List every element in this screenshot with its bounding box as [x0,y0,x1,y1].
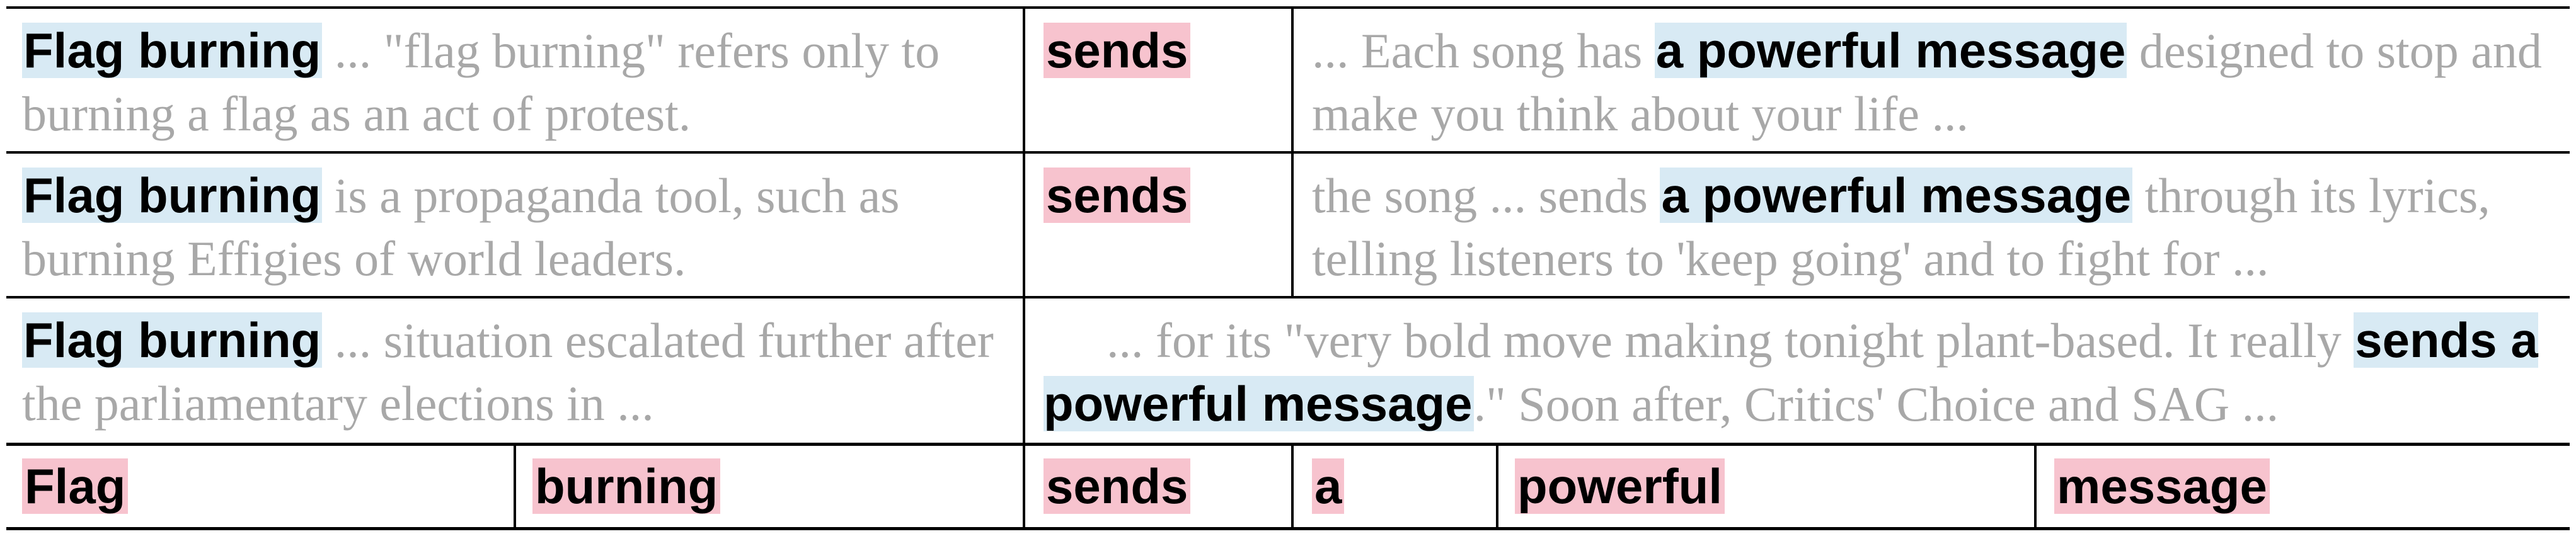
token-message: message [2054,458,2270,514]
token-powerful: powerful [1515,458,1725,514]
token-cell-2: burning [532,455,721,518]
token-a: a [1312,458,1345,514]
bottom-rule [6,527,2570,530]
token-row-rule [6,443,2570,446]
row1-mid-cell: sends [1044,19,1191,82]
row1-right-phrase: a powerful message [1654,23,2127,78]
row3-left-text: ... situation escalated further after th… [22,313,994,431]
token-divider-4 [1496,443,1498,530]
row2-left-text: is a propaganda tool, such as burning Ef… [22,168,900,286]
col-divider-left [1023,6,1025,530]
row1-left-context: Flag burning ... "flag burning" refers o… [22,19,1011,145]
row1-right-after: designed to stop and make you think abou… [1312,23,2542,141]
col-divider-mid [1291,6,1294,298]
row3-left-phrase: Flag burning [22,312,323,368]
row3-right-context: ... for its "very bold move making tonig… [1044,309,2556,436]
token-cell-4: a [1312,455,1345,518]
row2-mid-cell: sends [1044,164,1191,227]
token-divider-5 [2034,443,2037,530]
row2-right-phrase: a powerful message [1660,168,2133,223]
row2-right-context: the song ... sends a powerful message th… [1312,164,2560,290]
token-cell-5: powerful [1515,455,1725,518]
row1-left-text: ... "flag burning" refers only to burnin… [22,23,940,141]
token-burning: burning [532,458,721,514]
row2-left-context: Flag burning is a propaganda tool, such … [22,164,1011,290]
token-flag: Flag [22,458,129,514]
row-divider-1 [6,151,2570,154]
token-divider-3 [1291,443,1294,530]
row2-mid-token: sends [1044,168,1191,223]
row2-right-before: the song ... sends [1312,168,1660,223]
token-cell-6: message [2054,455,2270,518]
token-cell-1: Flag [22,455,129,518]
row1-left-phrase: Flag burning [22,23,323,78]
row1-mid-token: sends [1044,23,1191,78]
row1-right-before: ... Each song has [1312,23,1655,78]
row2-left-phrase: Flag burning [22,168,323,223]
row3-right-before: ... for its "very bold move making tonig… [1107,313,2354,368]
token-divider-1 [514,443,516,530]
row3-left-context: Flag burning ... situation escalated fur… [22,309,1011,435]
token-sends: sends [1044,458,1191,514]
row3-right-after: ." Soon after, Critics' Choice and SAG .… [1473,377,2279,431]
row2-right-after: through its lyrics, telling listeners to… [1312,168,2490,286]
row-divider-2 [6,296,2570,298]
top-rule [6,6,2570,9]
row1-right-context: ... Each song has a powerful message des… [1312,19,2560,145]
token-cell-3: sends [1044,455,1191,518]
